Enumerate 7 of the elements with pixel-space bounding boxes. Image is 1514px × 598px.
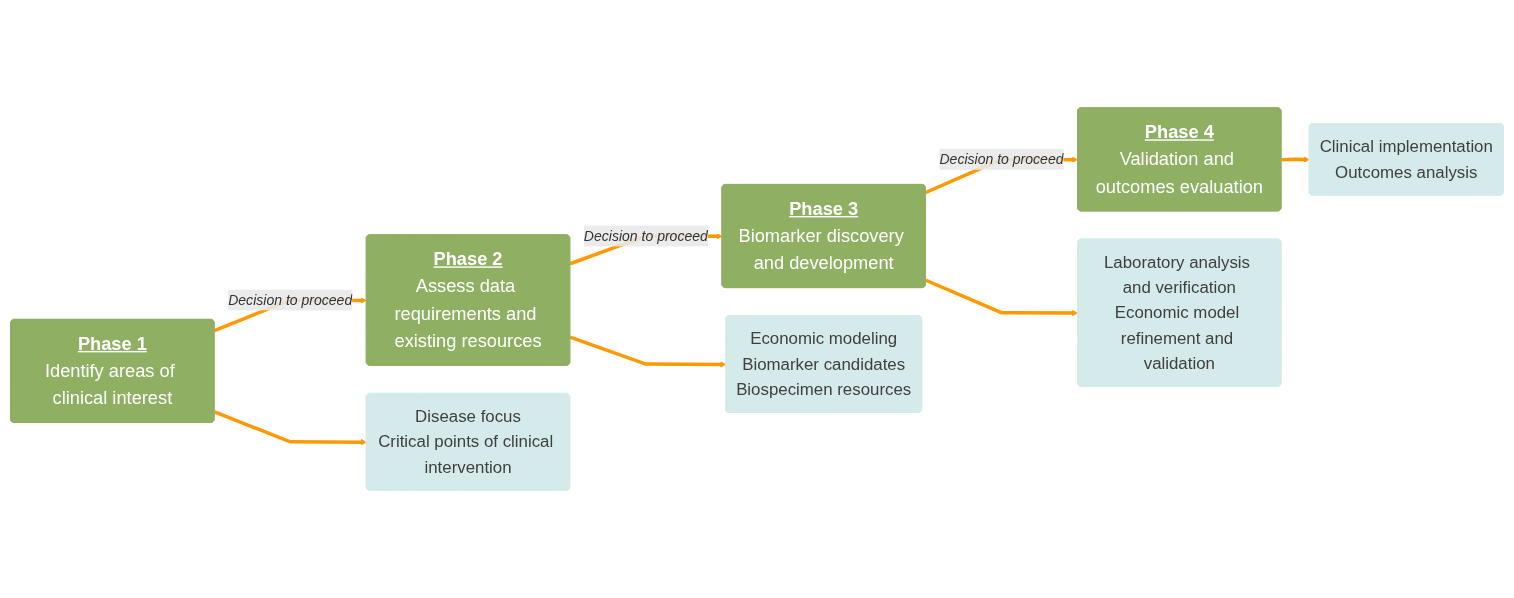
- arrow: [569, 335, 727, 368]
- edge-label: Decision to proceed: [939, 151, 1064, 168]
- arrow: [213, 410, 367, 446]
- edge-label: Decision to proceed: [583, 228, 708, 244]
- arrow: [1281, 156, 1310, 163]
- arrow: [925, 278, 1079, 317]
- edge-label: Decision to proceed: [228, 292, 353, 308]
